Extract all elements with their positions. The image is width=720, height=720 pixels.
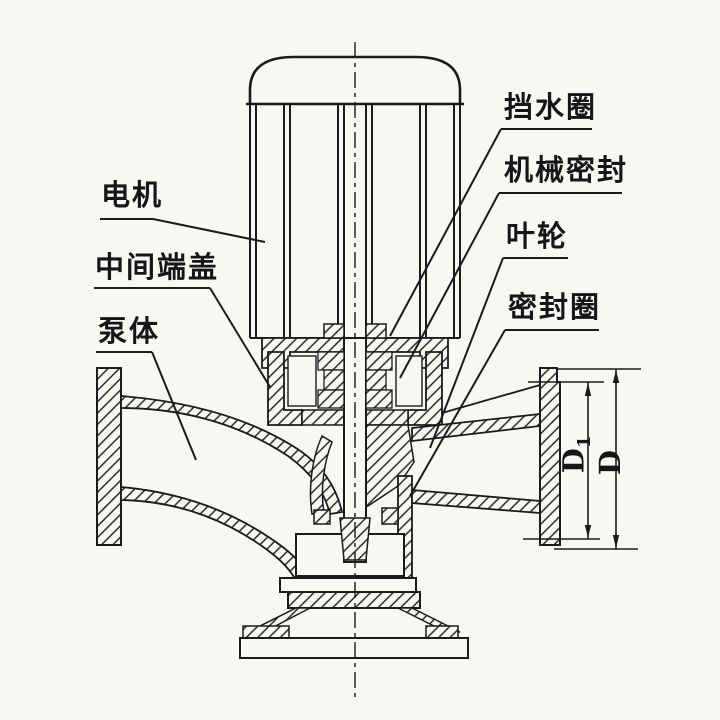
water-deflector-label: 挡水圈	[504, 90, 598, 124]
impeller-label: 叶轮	[506, 219, 569, 253]
pump-body-label: 泵体	[98, 314, 161, 348]
leader-water-deflector	[389, 128, 502, 337]
dimension-label-d1: D1	[556, 435, 596, 474]
leader-lines	[94, 128, 622, 497]
base-plate	[239, 637, 469, 659]
intermediate-cover-label: 中间端盖	[95, 250, 220, 284]
seal-ring-label: 密封圈	[508, 290, 602, 324]
pump-shaft	[317, 337, 393, 563]
motor-label: 电机	[101, 178, 164, 212]
mechanical-seal-label: 机械密封	[504, 153, 629, 187]
leader-intermediate-cover	[209, 287, 271, 388]
mechanical-seal-stack	[317, 351, 393, 409]
leader-motor	[152, 218, 266, 243]
water-deflector-ring	[323, 323, 387, 339]
dimension-label-d: D	[593, 449, 628, 476]
leader-seal-ring	[409, 329, 506, 497]
impeller-hub	[339, 517, 371, 561]
leader-mechanical-seal	[399, 192, 500, 379]
leader-pump-body	[151, 351, 197, 461]
leader-impeller	[429, 257, 504, 449]
dimension-lines	[523, 368, 641, 550]
seal-ring-left	[313, 509, 331, 525]
inlet-flange	[96, 367, 122, 546]
seal-ring-right	[381, 507, 399, 525]
base-pedestal	[239, 591, 469, 659]
